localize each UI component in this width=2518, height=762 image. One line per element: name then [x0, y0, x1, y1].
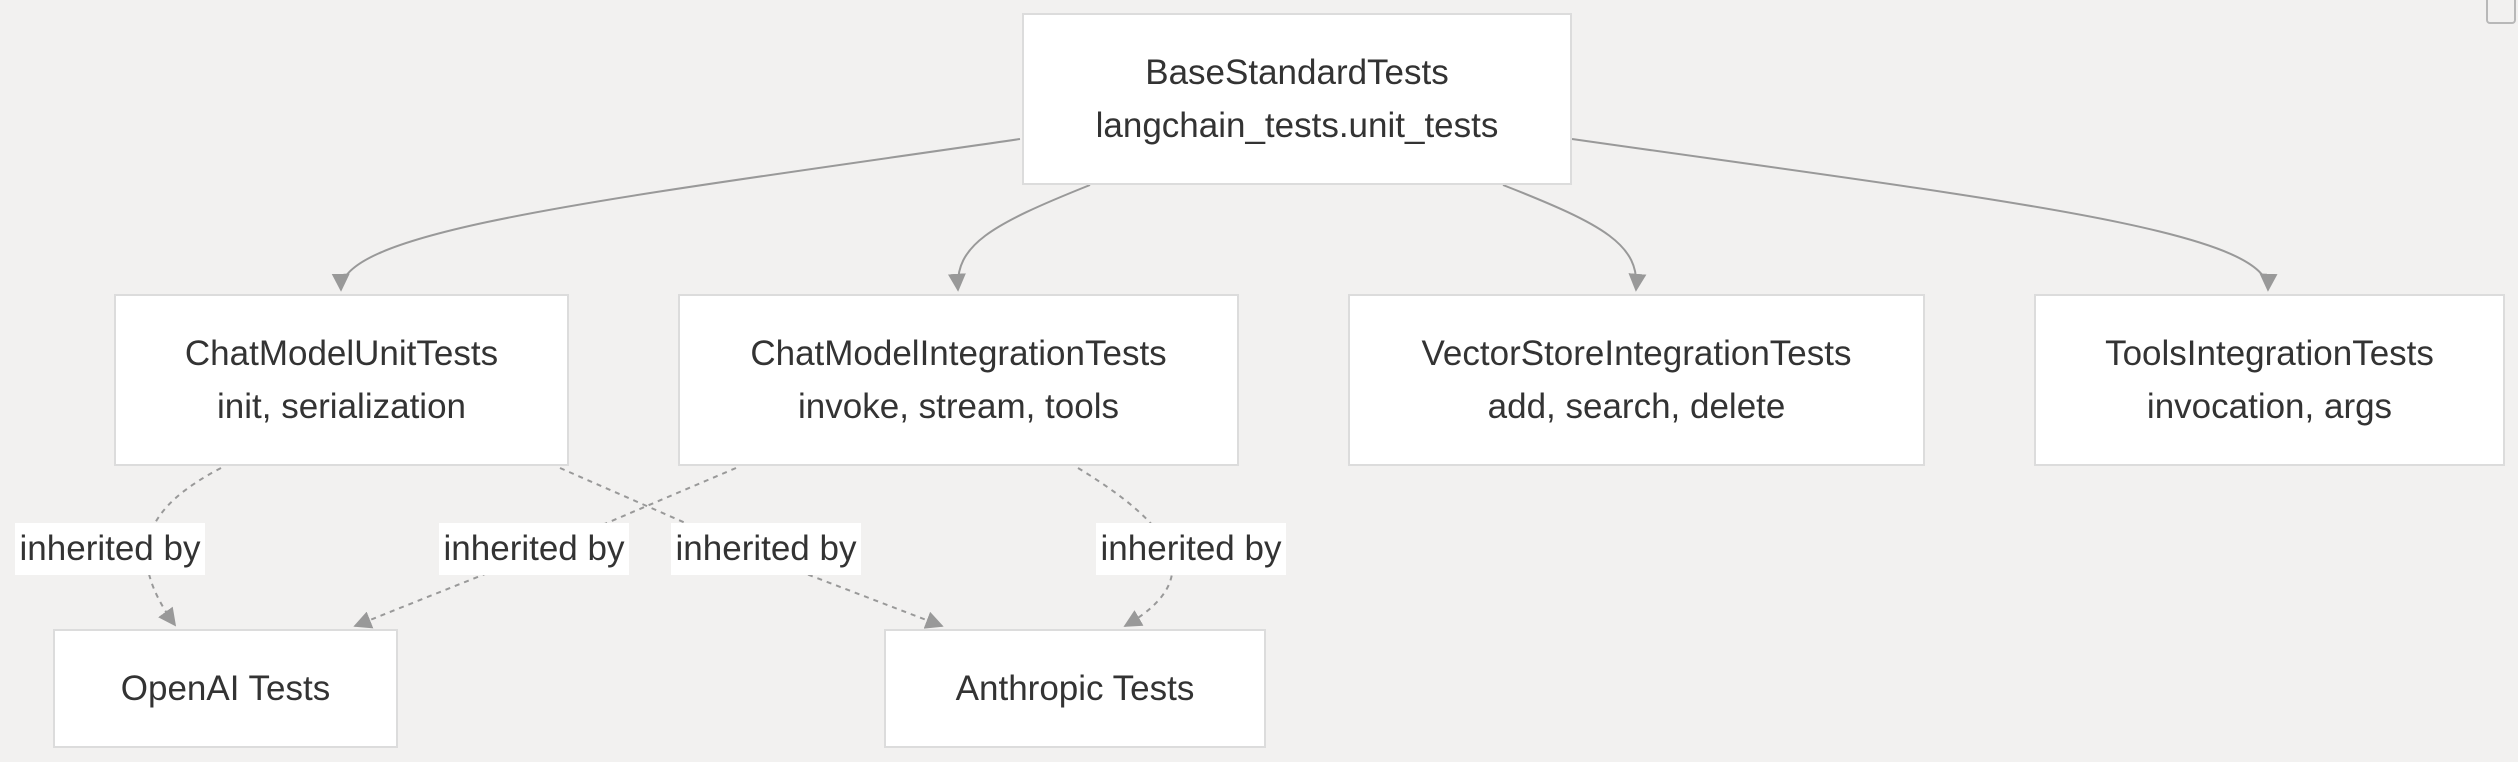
expand-icon[interactable]	[2486, 0, 2516, 24]
node-title: ChatModelIntegrationTests	[750, 334, 1167, 373]
edge-base-to-tools	[1571, 138, 2278, 292]
edge-chat-integration-to-anthropic	[1077, 467, 1174, 627]
edge-label-inherited-by: inherited by	[439, 523, 629, 575]
node-title: ChatModelUnitTests	[184, 334, 499, 373]
node-vector-store-integration-tests: VectorStoreIntegrationTests add, search,…	[1348, 294, 1925, 466]
edge-label-inherited-by: inherited by	[1096, 523, 1286, 575]
node-anthropic-tests: Anthropic Tests	[884, 629, 1266, 748]
edge-base-to-chat-integration	[947, 184, 1091, 292]
node-subtitle: invocation, args	[2146, 387, 2393, 426]
node-title: BaseStandardTests	[1145, 53, 1449, 92]
node-subtitle: invoke, stream, tools	[798, 387, 1119, 426]
node-base-standard-tests: BaseStandardTests langchain_tests.unit_t…	[1022, 13, 1572, 185]
edge-label-inherited-by: inherited by	[671, 523, 861, 575]
node-title: VectorStoreIntegrationTests	[1421, 334, 1852, 373]
edge-label-inherited-by: inherited by	[15, 523, 205, 575]
node-subtitle: add, search, delete	[1487, 387, 1786, 426]
node-chat-model-unit-tests: ChatModelUnitTests init, serialization	[114, 294, 569, 466]
node-subtitle: langchain_tests.unit_tests	[1095, 106, 1499, 145]
node-title: ToolsIntegrationTests	[2105, 334, 2434, 373]
edge-base-to-vector-store	[1502, 184, 1647, 292]
node-title: OpenAI Tests	[120, 669, 331, 708]
node-subtitle: init, serialization	[217, 387, 466, 426]
edge-base-to-chat-unit	[331, 138, 1021, 292]
node-chat-model-integration-tests: ChatModelIntegrationTests invoke, stream…	[678, 294, 1239, 466]
node-openai-tests: OpenAI Tests	[53, 629, 398, 748]
node-tools-integration-tests: ToolsIntegrationTests invocation, args	[2034, 294, 2505, 466]
edge-chat-unit-to-anthropic	[559, 467, 944, 629]
node-title: Anthropic Tests	[955, 669, 1195, 708]
